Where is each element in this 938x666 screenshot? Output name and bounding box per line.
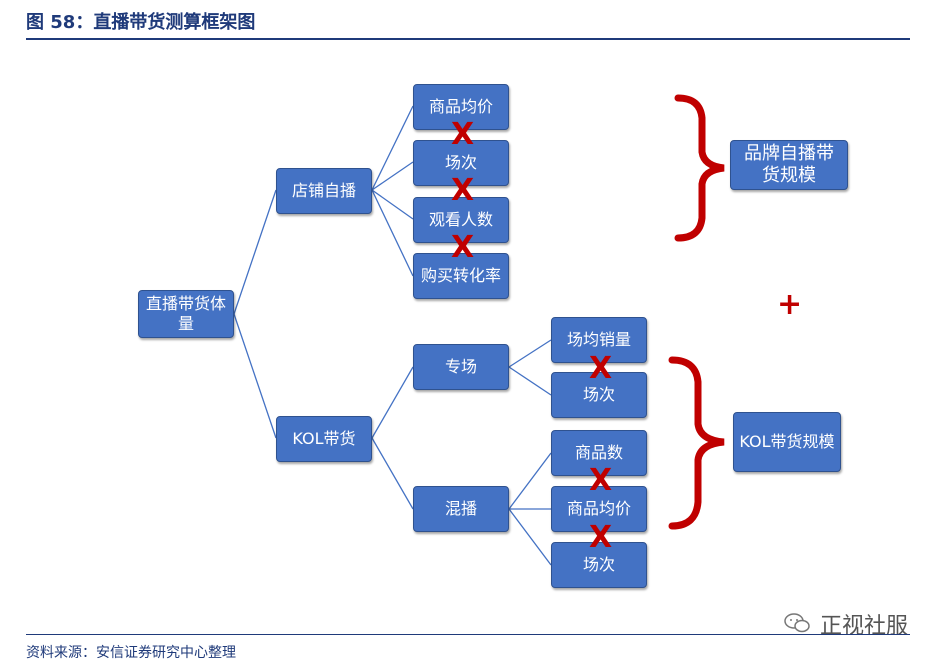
result-kol-node: KOL带货规模 [733,412,841,472]
multiply-mark: X [451,173,475,208]
connector-kol-special [371,366,414,439]
kol-mixed-node: 混播 [413,486,509,532]
root-node: 直播带货体量 [138,290,234,338]
store-factor-node: 场次 [413,140,509,186]
connector-store-f3 [371,189,414,220]
connector-mixed-f3 [508,508,552,566]
connector-special-f2 [508,366,552,396]
store-factor-node: 观看人数 [413,197,509,243]
title-divider [26,38,910,40]
multiply-mark: X [589,463,613,498]
mixed-factor-node: 商品数 [551,430,647,476]
connector-store-f2 [371,161,414,191]
brace-kol [668,356,725,530]
multiply-mark: X [589,351,613,386]
branch-kol-node: KOL带货 [276,416,372,462]
kol-special-node: 专场 [413,344,509,390]
watermark-text: 正视社服 [819,614,908,639]
connector-special-f1 [508,339,552,368]
result-store-node: 品牌自播带货规模 [730,140,848,190]
store-factor-node: 购买转化率 [413,253,509,299]
connector-root-kol [233,313,277,439]
connector-store-f1 [371,105,414,191]
special-factor-node: 场均销量 [551,317,647,363]
wechat-icon [784,613,810,633]
connector-root-store [233,189,277,315]
store-factor-node: 商品均价 [413,84,509,130]
connector-store-f4 [371,189,414,277]
figure-title: 图 58：直播带货测算框架图 [26,12,256,33]
mixed-factor-node: 商品均价 [551,486,647,532]
plus-sign: + [777,287,803,322]
special-factor-node: 场次 [551,372,647,418]
connector-mixed-f1 [508,452,552,510]
connector-kol-mixed [371,437,414,510]
footer-divider [26,634,910,635]
mixed-factor-node: 场次 [551,542,647,588]
multiply-mark: X [589,520,613,555]
branch-store-node: 店铺自播 [276,168,372,214]
source-note: 资料来源：安信证券研究中心整理 [26,645,236,661]
multiply-mark: X [451,117,475,152]
brace-store [674,94,725,242]
multiply-mark: X [451,230,475,265]
